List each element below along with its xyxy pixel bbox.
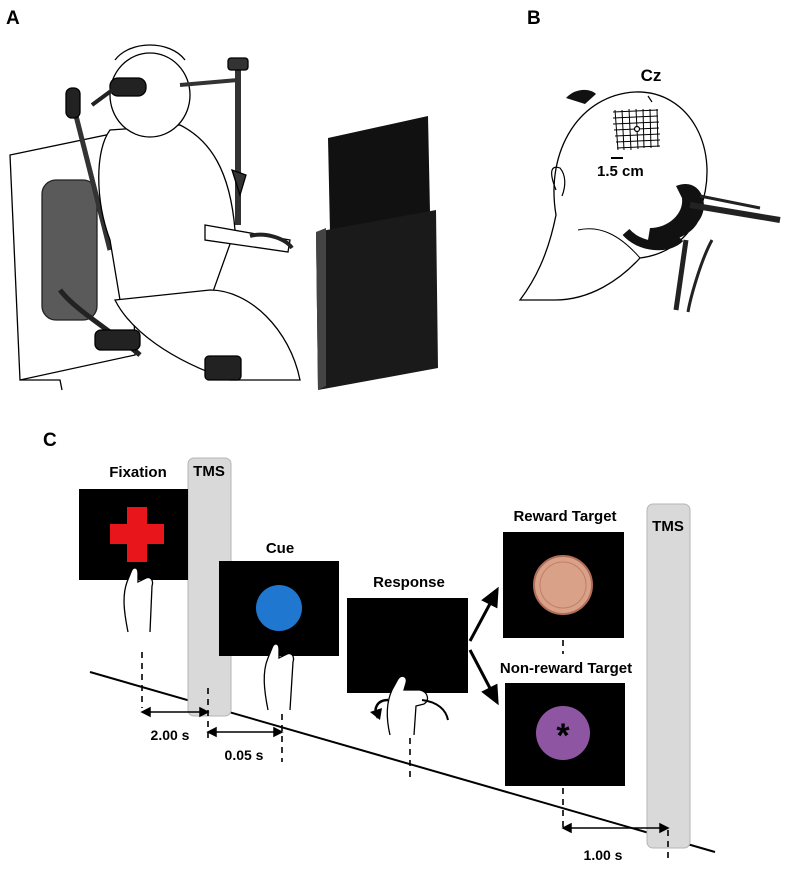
cue-label: Cue bbox=[266, 540, 294, 557]
hand-icon-response bbox=[386, 675, 429, 736]
response-screen bbox=[347, 598, 468, 693]
response-motion-arc-icon bbox=[421, 699, 449, 721]
event-markers bbox=[141, 640, 669, 862]
coin-icon bbox=[533, 555, 593, 615]
electrode-label-cz: Cz bbox=[641, 66, 662, 85]
coin-rim-icon bbox=[539, 561, 587, 609]
asterisk-icon: * bbox=[556, 717, 570, 755]
panel-a-letter: A bbox=[6, 8, 20, 29]
tms-pulse-bar-second bbox=[646, 503, 691, 849]
cue-circle-icon bbox=[256, 585, 302, 631]
subject-in-tms-chair-illustration bbox=[9, 44, 301, 391]
grid-spacing-label: 1.5 cm bbox=[597, 163, 644, 180]
interval-tms-to-cue: 0.05 s bbox=[225, 747, 264, 763]
interval-target-to-tms: 1.00 s bbox=[584, 847, 623, 863]
interval-fixation-to-tms: 2.00 s bbox=[151, 727, 190, 743]
hand-icon-fixation bbox=[123, 567, 154, 633]
hand-icon-cue bbox=[263, 643, 295, 711]
panel-c-letter: C bbox=[43, 430, 57, 451]
branch-arrows bbox=[468, 586, 499, 706]
interval-arrows bbox=[140, 706, 670, 834]
monitor-illustration bbox=[316, 116, 438, 390]
nonreward-circle-icon bbox=[536, 706, 590, 760]
nonreward-target-label: Non-reward Target bbox=[500, 660, 632, 677]
response-arrowhead-icon bbox=[370, 708, 382, 720]
head-with-coil-grid-illustration bbox=[518, 89, 781, 313]
panel-b-letter: B bbox=[527, 8, 541, 29]
fixation-label: Fixation bbox=[109, 464, 167, 481]
response-label: Response bbox=[373, 574, 445, 591]
fixation-cross-icon bbox=[110, 507, 164, 562]
tms-label-second: TMS bbox=[652, 518, 684, 535]
reward-target-label: Reward Target bbox=[513, 508, 616, 525]
tms-label-first: TMS bbox=[193, 463, 225, 480]
